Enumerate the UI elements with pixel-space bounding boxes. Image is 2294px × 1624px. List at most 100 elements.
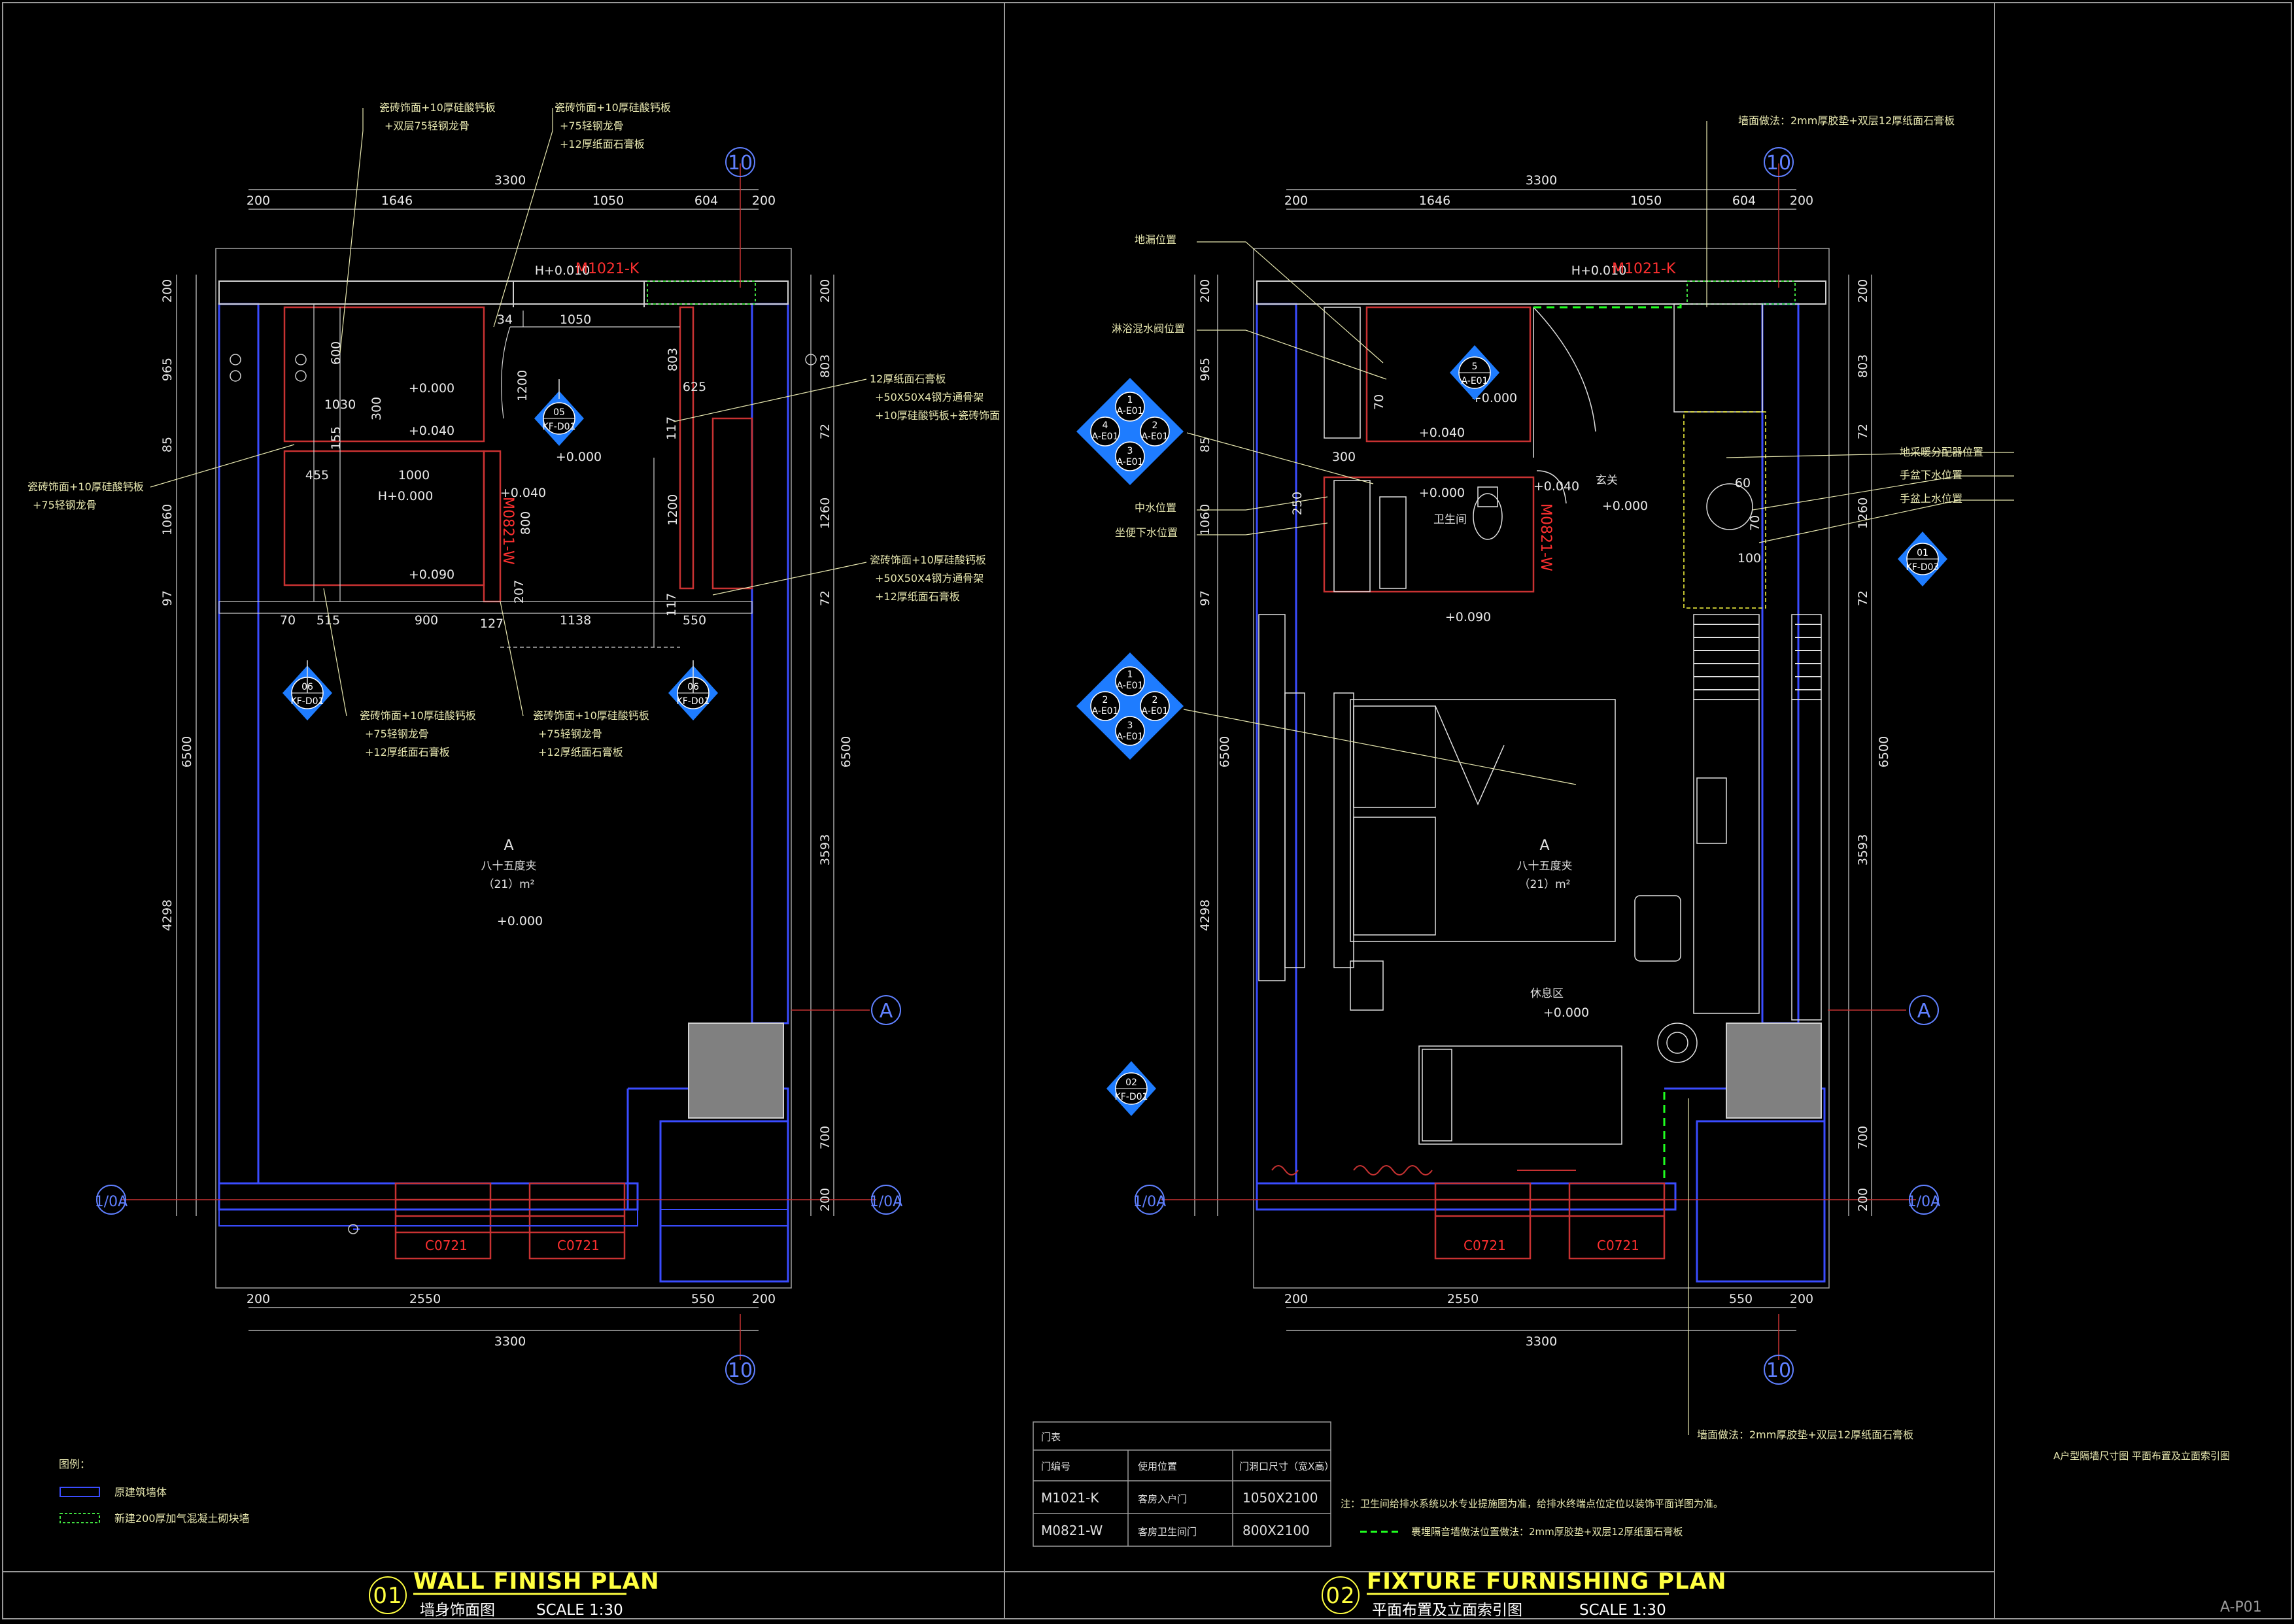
plan01-note-line2: +75轻钢龙骨 [538,728,602,740]
plan01-top-dim: 604 [694,194,718,208]
plan01-notes: 瓷砖饰面+10厚硅酸钙板+双层75轻钢龙骨瓷砖饰面+10厚硅酸钙板+75轻钢龙骨… [27,101,1000,758]
plan02-key-circle [1115,716,1145,746]
plan02-acoustic-wall [1533,304,1682,1183]
plan02-right-cabinet [1673,303,1822,1021]
legend-existing: 原建筑墙体 [114,1486,167,1498]
plan01-tag-number: 05 [553,407,565,418]
plan02-left-dim: 200 [1198,279,1212,303]
plan02-scale: SCALE 1:30 [1579,1602,1666,1619]
plan01-interior-dim: 207 [512,580,526,603]
plan02-right-dim: 803 [1856,354,1870,378]
plan01-interior-dim: 600 [329,341,343,365]
plan01-note-line2: +50X50X4钢方通骨架 [875,391,984,403]
door-schedule: 门表 门编号 使用位置 门洞口尺寸（宽X高） M1021-K 客房入户门 105… [1033,1421,1723,1547]
plan01-right-dim: 200 [818,279,832,303]
plan01-right-dim: 803 [818,354,832,378]
plan02-left-note: 地漏位置 [1135,233,1176,246]
plan02-level: +0.000 [1471,391,1517,405]
plan02-key-circle [1115,441,1145,471]
plan02-interior-dim: 70 [1372,394,1386,410]
plan02-bottom-dim: 550 [1729,1292,1753,1306]
plan01-interior-dim: 900 [415,613,438,628]
plan02-grid-10-top: 10 [1766,152,1791,175]
plan01-grid-10-bottom: 10 [728,1359,753,1382]
plan02-dim-lines [1194,189,1872,1331]
plan01-right-dim: 3593 [818,834,832,866]
plan02-top-slab [1256,280,1826,305]
plan01-interior-dim: 1200 [515,370,530,401]
plan02-left-dim: 4298 [1198,900,1212,931]
plan01-level: +0.000 [497,914,543,928]
plan01-note-line1: 瓷砖饰面+10厚硅酸钙板 [870,554,986,566]
plan02-bathroom-fixtures [1324,307,1596,592]
plan01-title: WALL FINISH PLAN [413,1568,660,1595]
plan01-level: H+0.010 [535,263,591,278]
plan01-room-name: 八十五度夹 [481,860,537,873]
plan01-levels: H+0.010+0.000+0.040H+0.000+0.040+0.000+0… [378,263,602,928]
plan02-interior-dim: 300 [1332,450,1356,464]
plan02-key-circle [1140,691,1170,721]
plan02-level: H+0.010 [1571,263,1627,278]
plan02-room-area: （21）m² [1518,878,1570,891]
plan02-right-dim: 3593 [1856,834,1870,866]
plan02-left-dim: 1060 [1198,504,1212,535]
legend-new: 新建200厚加气混凝土砌块墙 [114,1512,250,1525]
plan01-interior-dim: 803 [666,348,680,371]
plan01-note-line2: +50X50X4钢方通骨架 [875,572,984,584]
plan02-interior-dim: 100 [1738,551,1761,566]
plan02-key-bottom-num: 3 [1127,446,1133,456]
plan01-top-dim: 1050 [592,194,624,208]
plan02-cabinet-slats [1694,624,1821,690]
plan02-left-note: 坐便下水位置 [1115,526,1178,539]
plan02-left-note: 中水位置 [1135,501,1176,514]
plan01-top-slab [218,280,789,307]
legend-title: 图例： [59,1458,90,1470]
sheet-number: A-P01 [2220,1599,2262,1616]
plan01-level: +0.000 [409,381,454,396]
door-schedule-title: 门表 [1041,1431,1061,1443]
sheet-caption: A户型隔墙尺寸图 平面布置及立面索引图 [2053,1450,2230,1462]
plan02-key-right-num: 2 [1152,420,1158,431]
plan02-grid-1-0a-left: 1/0A [1133,1194,1166,1210]
plan02-top-dim: 1646 [1419,194,1450,208]
plan02-tag-number: 01 [1917,548,1928,558]
plan01-note-line1: 瓷砖饰面+10厚硅酸钙板 [379,101,496,114]
plan02-tag-sheet: KF-D01 [1115,1092,1148,1102]
plan01-right-dim: 6500 [839,736,853,768]
plan02-partition-walls [1323,306,1666,1260]
plan01-interior-dim: 800 [519,511,533,535]
plan01-grid-10-top: 10 [728,152,753,175]
plan01-left-dim: 97 [160,590,175,606]
plan01-interior-dim: 515 [317,613,340,628]
plan01-tag-sheet: KF-D01 [677,696,710,707]
plan01-grid-a: A [880,1000,893,1023]
plan02-left-dim: 6500 [1218,736,1232,768]
plan02-window-1: C0721 [1464,1238,1506,1253]
plan02-key-top-sheet: A-E01 [1117,406,1144,416]
plan01-tag-lines [307,379,694,693]
plan01-bottom-total: 3300 [494,1334,526,1349]
door-schedule-row1-id: M1021-K [1041,1490,1099,1506]
plan02-level: +0.090 [1445,610,1491,624]
plan02-top-total: 3300 [1526,173,1557,188]
plan01-bottom-dim: 200 [752,1292,776,1306]
plan02-right-note: 手盆下水位置 [1900,469,1962,481]
plan02-curtain [1271,1165,1576,1176]
plan02-right-note: 手盆上水位置 [1900,492,1962,505]
plan02-grid-a: A [1917,1000,1931,1023]
plan02-level: +0.000 [1602,499,1648,513]
plan02-bottom-dim: 2550 [1447,1292,1479,1306]
plan01-window-sills [218,1209,789,1230]
plan02-key-left-sheet: A-E01 [1092,431,1119,442]
plan02-top-dim: 200 [1790,194,1813,208]
plan01-bottom-dim: 550 [691,1292,715,1306]
plan01-grid-lines [121,163,876,1360]
plan02-room-name: 八十五度夹 [1517,860,1573,873]
plan01-interior-dim: 300 [369,397,384,420]
